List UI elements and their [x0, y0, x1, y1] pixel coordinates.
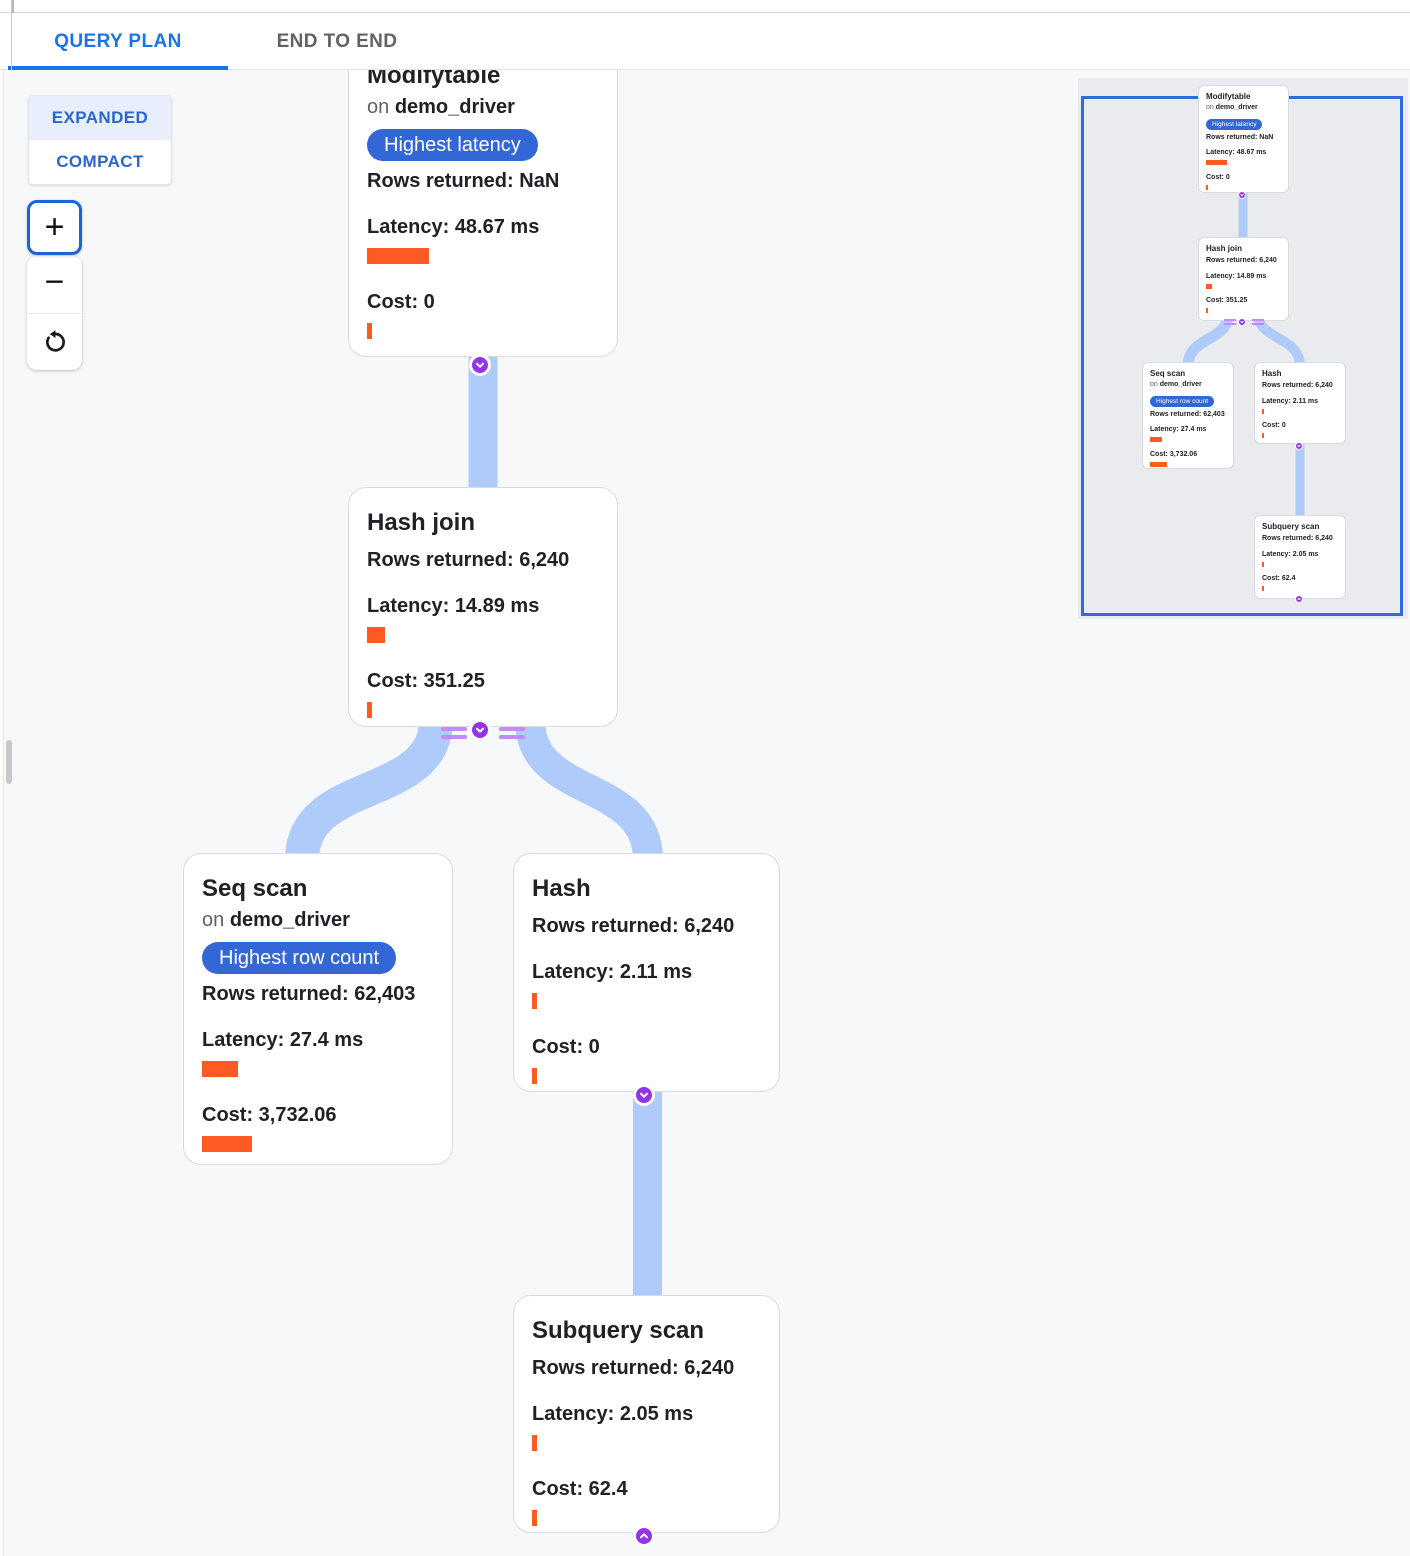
minimap-chevron-down-icon [1294, 441, 1303, 450]
rows-returned: Rows returned: 62,403 [202, 983, 416, 1005]
minimap-node-modifytable: Modifytable on demo_driver Highest laten… [1198, 85, 1289, 193]
collapse-toggle-chevron-down-icon[interactable] [469, 719, 491, 741]
collapse-toggle-chevron-down-icon[interactable] [633, 1084, 655, 1106]
minimap-edge-bundle-line [1224, 318, 1236, 321]
latency-bar [532, 993, 537, 1009]
node-title: Hash [532, 875, 591, 902]
reset-zoom-button[interactable] [27, 313, 82, 370]
cost: Cost: 0 [532, 1036, 600, 1058]
node-title: Hash join [367, 509, 476, 536]
zoom-in-button[interactable]: + [27, 200, 82, 255]
left-gutter [0, 70, 4, 1556]
cost-bar [532, 1068, 537, 1084]
cost-bar [202, 1136, 252, 1152]
cost-bar [532, 1510, 537, 1526]
view-mode-toggle: EXPANDED COMPACT [28, 95, 172, 185]
minimap-node-hash-join: Hash join Rows returned: 6,240 Latency: … [1198, 237, 1289, 321]
rows-returned: Rows returned: NaN [367, 170, 560, 192]
minimap-chevron-up-icon [1294, 594, 1303, 603]
highest-row-count-badge: Highest row count [202, 942, 397, 974]
cost: Cost: 62.4 [532, 1478, 628, 1500]
tab-query-plan[interactable]: QUERY PLAN [54, 31, 182, 52]
plan-node-hash-join[interactable]: Hash join Rows returned: 6,240 Latency: … [348, 487, 618, 727]
active-tab-underline [8, 66, 228, 70]
panel-divider [11, 0, 12, 70]
plan-node-hash[interactable]: Hash Rows returned: 6,240 Latency: 2.11 … [513, 853, 780, 1092]
minimap-edge-bundle-line [1252, 322, 1264, 325]
tab-bar: QUERY PLAN END TO END [0, 14, 1410, 70]
latency: Latency: 2.05 ms [532, 1403, 694, 1425]
node-title: Subquery scan [532, 1317, 705, 1344]
minimap-chevron-down-icon [1237, 317, 1246, 326]
latency: Latency: 48.67 ms [367, 216, 540, 238]
compact-option[interactable]: COMPACT [56, 152, 144, 171]
latency-bar [367, 627, 385, 643]
cost: Cost: 351.25 [367, 670, 485, 692]
plan-node-subquery-scan[interactable]: Subquery scan Rows returned: 6,240 Laten… [513, 1295, 780, 1533]
cost-bar [367, 702, 372, 718]
minimap-edge-bundle-line [1252, 318, 1264, 321]
edge-bundle-line [499, 727, 525, 731]
minimap-node-seq-scan: Seq scan on demo_driver Highest row coun… [1142, 362, 1234, 469]
edge-bundle-line [441, 727, 467, 731]
plan-node-seq-scan[interactable]: Seq scan on demo_driver Highest row coun… [183, 853, 453, 1165]
node-table-line: on demo_driver [367, 96, 515, 118]
minimap-edge-bundle-line [1224, 322, 1236, 325]
cost: Cost: 3,732.06 [202, 1104, 337, 1126]
latency-bar [202, 1061, 238, 1077]
minimap-node-hash: Hash Rows returned: 6,240 Latency: 2.11 … [1254, 362, 1346, 444]
zoom-out-button[interactable]: − [44, 263, 65, 301]
top-strip [0, 0, 1410, 13]
top-strip-tick [12, 0, 14, 13]
minimap-node-subquery-scan: Subquery scan Rows returned: 6,240 Laten… [1254, 515, 1346, 599]
node-title: Seq scan [202, 875, 308, 902]
expanded-option[interactable]: EXPANDED [29, 96, 171, 140]
latency-bar [532, 1435, 537, 1451]
minimap-chevron-down-icon [1237, 190, 1246, 199]
collapse-toggle-chevron-down-icon[interactable] [469, 354, 491, 376]
vertical-scrollbar-thumb[interactable] [6, 740, 12, 784]
tab-end-to-end[interactable]: END TO END [276, 31, 398, 52]
latency: Latency: 14.89 ms [367, 595, 540, 617]
reset-zoom-icon [45, 330, 65, 352]
plan-node-modifytable[interactable]: Modifytable on demo_driver Highest laten… [348, 40, 618, 357]
highest-latency-badge: Highest latency [367, 129, 538, 161]
edge-bundle-line [441, 735, 467, 739]
rows-returned: Rows returned: 6,240 [367, 549, 570, 571]
cost-bar [367, 323, 372, 339]
latency-bar [367, 248, 429, 264]
edge-bundle-line [499, 735, 525, 739]
rows-returned: Rows returned: 6,240 [532, 915, 735, 937]
latency: Latency: 2.11 ms [532, 961, 693, 983]
collapse-toggle-chevron-up-icon[interactable] [633, 1525, 655, 1547]
latency: Latency: 27.4 ms [202, 1029, 364, 1051]
cost: Cost: 0 [367, 291, 435, 313]
node-table-line: on demo_driver [202, 909, 350, 931]
rows-returned: Rows returned: 6,240 [532, 1357, 735, 1379]
zoom-control-group: − [27, 256, 82, 370]
